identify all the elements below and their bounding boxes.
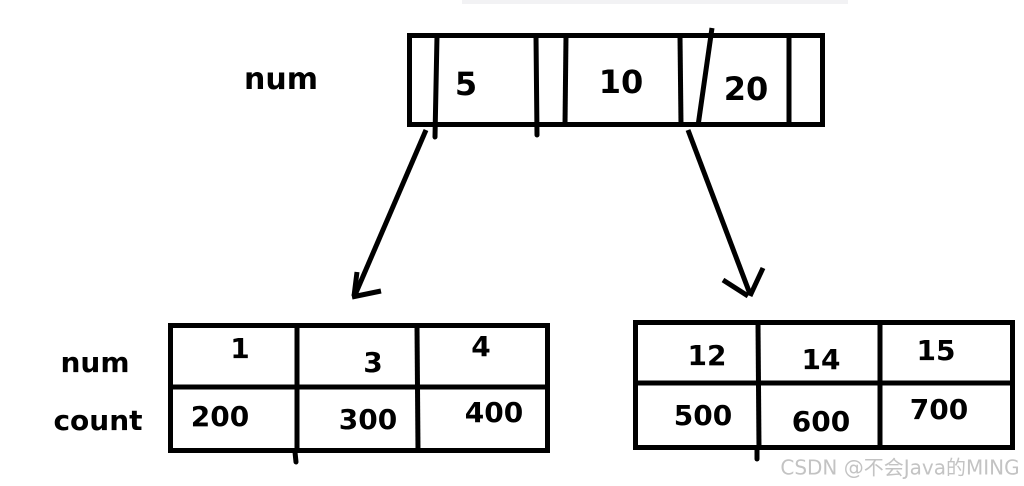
csdn-watermark: CSDN @不会Java的MING (780, 455, 1020, 480)
left-leaf-num-cell: 4 (471, 330, 491, 363)
left-leaf-num-cell: 1 (230, 332, 250, 365)
right-leaf-count-cell: 600 (791, 405, 851, 438)
left-leaf-num-row-label: num (60, 346, 130, 379)
right-leaf-num-cell: 14 (801, 343, 841, 376)
down-right-arrow-icon (685, 129, 766, 299)
root-node-label: num (244, 62, 318, 97)
left-leaf-count-cell: 200 (190, 400, 250, 433)
root-node-box (407, 27, 825, 140)
top-edge-artifact (462, 0, 848, 4)
left-leaf-count-cell: 400 (464, 396, 524, 429)
left-leaf-num-cell: 3 (363, 346, 383, 379)
right-leaf-num-cell: 12 (687, 339, 727, 372)
left-leaf-count-cell: 300 (338, 403, 398, 436)
root-key-cell: 20 (723, 70, 769, 108)
right-leaf-num-cell: 15 (916, 334, 956, 367)
right-leaf-table-grid (633, 320, 1015, 462)
right-leaf-count-cell: 700 (909, 393, 969, 426)
root-key-cell: 5 (454, 65, 478, 103)
left-leaf-table-grid (168, 323, 550, 465)
right-leaf-count-cell: 500 (673, 399, 733, 432)
root-key-cell: 10 (598, 63, 644, 101)
down-left-arrow-icon (351, 129, 429, 300)
left-leaf-count-row-label: count (53, 404, 143, 437)
